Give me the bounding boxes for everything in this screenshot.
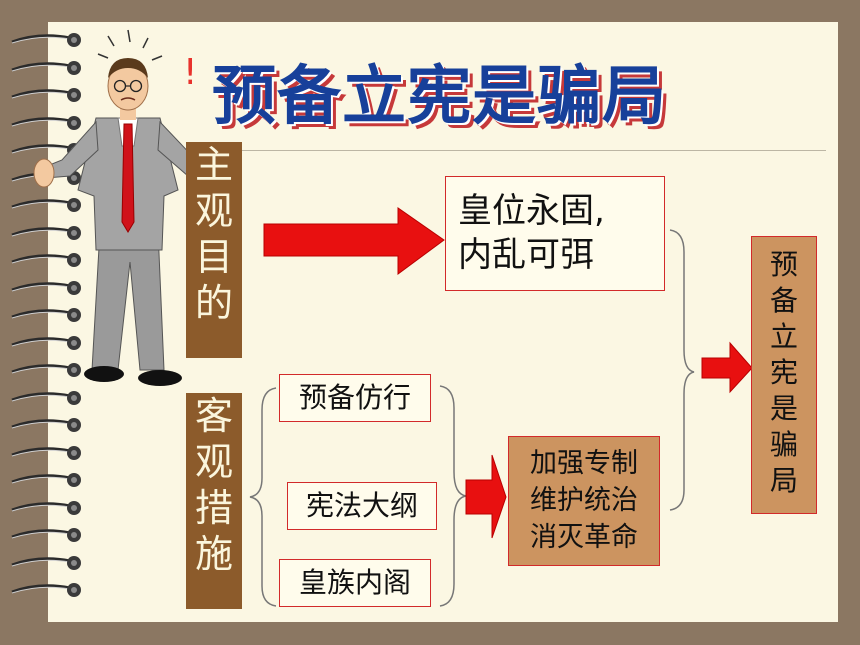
spiral-ring-icon [11, 500, 81, 515]
spiral-ring-icon [11, 363, 81, 377]
conclusion-char: 预 [769, 248, 798, 281]
result-line: 维护统治 [530, 485, 638, 516]
exclamation-mark: ! [183, 52, 198, 93]
measure-item-constitution-outline: 宪法大纲 [287, 482, 437, 530]
measure-item-preparatory: 预备仿行 [279, 374, 431, 422]
spiral-ring-icon [11, 308, 81, 322]
page-title: 预备立宪是骗局 [212, 59, 667, 134]
conclusion-char: 立 [769, 320, 798, 353]
conclusion-box: 预备立宪是骗局 [751, 236, 817, 514]
right-arrow-icon [465, 454, 507, 539]
spiral-ring-icon [11, 473, 81, 487]
objective-label-char: 观 [194, 440, 233, 484]
spiral-ring-icon [11, 555, 81, 570]
subjective-label-char: 目 [194, 235, 233, 279]
spiral-ring-icon [11, 390, 81, 405]
subjective-purpose-label: 主观目的 [186, 142, 242, 358]
subjective-label-char: 主 [194, 143, 233, 187]
objective-label-char: 措 [194, 486, 233, 530]
objective-label-char: 施 [194, 532, 233, 576]
goal-line: 内乱可弭 [458, 235, 594, 275]
spiral-ring-icon [11, 33, 81, 47]
conclusion-char: 骗 [769, 428, 798, 461]
conclusion-char: 备 [769, 284, 798, 317]
objective-measures-label: 客观措施 [186, 393, 242, 609]
spiral-ring-icon [11, 225, 81, 240]
spiral-ring-icon [11, 198, 81, 212]
spiral-ring-icon [11, 528, 81, 542]
goal-line: 皇位永固, [458, 191, 605, 231]
subjective-label-char: 的 [194, 281, 233, 325]
result-box: 加强专制 维护统治 消灭革命 [508, 436, 660, 566]
spiral-ring-icon [11, 335, 81, 350]
right-arrow-icon [263, 207, 445, 275]
spiral-ring-icon [11, 418, 81, 432]
result-line: 加强专制 [530, 448, 638, 479]
spiral-ring-icon [11, 60, 81, 75]
result-line: 消灭革命 [530, 522, 638, 553]
spiral-ring-icon [11, 445, 81, 460]
conclusion-char: 是 [769, 392, 798, 425]
spiral-ring-icon [11, 583, 81, 597]
spiral-ring-icon [11, 280, 81, 295]
spiral-ring-icon [11, 115, 81, 130]
right-arrow-icon [701, 341, 753, 394]
conclusion-char: 宪 [769, 356, 798, 389]
objective-label-char: 客 [194, 394, 233, 438]
measures-left-brace [249, 387, 277, 607]
spiral-ring-icon [11, 253, 81, 267]
spiral-ring-icon [11, 88, 81, 102]
conclusion-brace [669, 229, 695, 511]
measure-item-royal-cabinet: 皇族内阁 [279, 559, 431, 607]
conclusion-char: 局 [769, 464, 798, 497]
notebook-page [48, 22, 838, 622]
subjective-label-char: 观 [194, 189, 233, 233]
goal-box: 皇位永固, 内乱可弭 [445, 176, 665, 291]
title-divider [210, 150, 826, 151]
